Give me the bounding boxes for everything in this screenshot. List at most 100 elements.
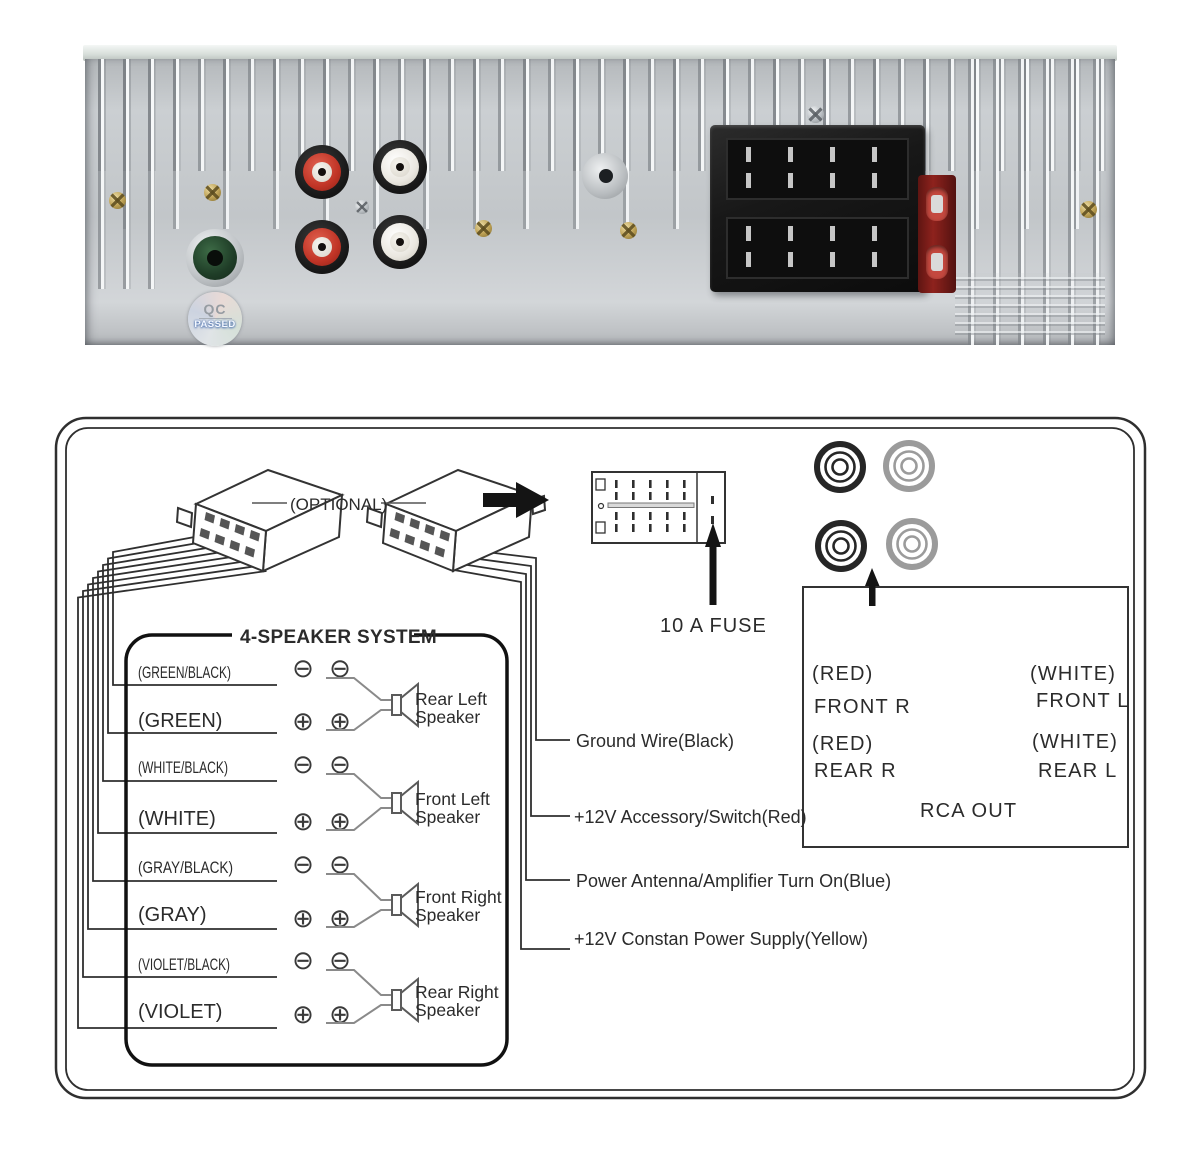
fuse-contact	[926, 245, 948, 279]
minus-icon: ⊖	[329, 849, 351, 879]
qc-label: QC	[198, 301, 232, 319]
plus-icon: ⊕	[329, 999, 351, 1029]
plus-icon: ⊕	[292, 806, 314, 836]
speaker-label: Front Left	[415, 789, 490, 809]
minus-icon: ⊖	[292, 653, 314, 683]
plus-icon: ⊕	[329, 903, 351, 933]
screw-icon	[109, 192, 126, 209]
minus-icon: ⊖	[292, 945, 314, 975]
wire-label: (VIOLET/BLACK)	[138, 955, 230, 974]
qc-passed-label: PASSED	[194, 319, 236, 330]
minus-icon: ⊖	[292, 749, 314, 779]
antenna-jack-hole	[207, 250, 223, 266]
iso-plug-right-pins	[389, 512, 450, 558]
speaker-label: Speaker	[415, 707, 480, 727]
wire-label: (GRAY/BLACK)	[138, 858, 233, 877]
iso-socket-pins	[615, 480, 714, 532]
rca-rear-l-label: REAR L	[1038, 760, 1117, 782]
rca-front-r-label: FRONT R	[814, 696, 911, 718]
iso-plug-left-pins	[199, 512, 260, 558]
speaker-label: Speaker	[415, 807, 480, 827]
rca-jack-dark-icon	[814, 441, 866, 493]
speaker-system-title: 4-SPEAKER SYSTEM	[240, 627, 437, 648]
heatsink-fins-left	[85, 59, 155, 289]
iso-power-connector	[710, 125, 925, 292]
speaker-hookup-lines	[326, 677, 392, 1024]
speaker-label: Speaker	[415, 905, 480, 925]
rca-out-jacks	[814, 440, 938, 572]
minus-icon: ⊖	[329, 653, 351, 683]
rca-out-box: (RED) FRONT R (RED) REAR R (WHITE) FRONT…	[802, 568, 1130, 848]
optional-label: (OPTIONAL)	[290, 495, 387, 514]
plus-icon: ⊕	[329, 806, 351, 836]
power-label: +12V Accessory/Switch(Red)	[574, 807, 807, 827]
iso-pins-row	[736, 226, 902, 241]
speaker-label: Rear Left	[415, 689, 487, 709]
iso-pins-row	[736, 173, 902, 188]
screw-icon	[1080, 201, 1097, 218]
diagram-inner-border	[65, 427, 1135, 1091]
rca-jack-white-front	[373, 140, 427, 194]
minus-icon: ⊖	[329, 749, 351, 779]
diagram-outer-border	[54, 416, 1147, 1100]
rca-out-title: RCA OUT	[920, 800, 1017, 822]
wire-label: (VIOLET)	[138, 1001, 222, 1023]
speaker-label: Speaker	[415, 1000, 480, 1020]
screw-icon	[204, 184, 221, 201]
rca-jack-gray-icon	[883, 440, 935, 492]
rca-rear-l-color: (WHITE)	[1032, 731, 1118, 753]
arrow-up-fuse-icon	[705, 523, 721, 605]
speaker-names: Rear Left Speaker Front Left Speaker Fro…	[415, 689, 502, 1020]
arrow-right-icon	[483, 482, 549, 518]
rca-front-r-color: (RED)	[812, 663, 874, 685]
power-label: Ground Wire(Black)	[576, 731, 734, 751]
fuse-contact	[926, 187, 948, 221]
rca-jack-dark-icon	[815, 520, 867, 572]
iso-plug-left	[175, 468, 345, 573]
speaker-label: Front Right	[415, 887, 502, 907]
plus-icon: ⊕	[292, 999, 314, 1029]
power-label: +12V Constan Power Supply(Yellow)	[574, 929, 868, 949]
iso-pins-row	[736, 147, 902, 162]
antenna-mount-hole	[599, 169, 613, 183]
iso-socket-rear-view	[591, 471, 726, 544]
plus-icon: ⊕	[329, 706, 351, 736]
rca-front-l-label: FRONT L	[1036, 690, 1130, 712]
iso-pins-row	[736, 252, 902, 267]
chassis-top-edge	[83, 45, 1117, 61]
polarity-symbols: ⊖ ⊖ ⊕ ⊕ ⊖ ⊖ ⊕ ⊕ ⊖ ⊖ ⊕ ⊕ ⊖ ⊖ ⊕ ⊕	[292, 653, 351, 1029]
screw-icon	[807, 106, 824, 123]
wiring-diagram: (OPTIONAL)	[54, 416, 1147, 1100]
power-label: Power Antenna/Amplifier Turn On(Blue)	[576, 871, 891, 891]
minus-icon: ⊖	[329, 945, 351, 975]
rca-rear-r-color: (RED)	[812, 733, 874, 755]
iso-plug-right	[365, 468, 547, 573]
rca-rear-r-label: REAR R	[814, 760, 897, 782]
plus-icon: ⊕	[292, 903, 314, 933]
arrow-up-rca-icon	[865, 568, 880, 606]
power-wire-labels: Ground Wire(Black) +12V Accessory/Switch…	[574, 731, 891, 949]
wire-label: (GRAY)	[138, 904, 207, 926]
wire-label: (GREEN)	[138, 710, 222, 732]
heatsink-panel	[85, 59, 1115, 345]
rca-front-l-color: (WHITE)	[1030, 663, 1116, 685]
stereo-rear-photo: QC PASSED	[83, 45, 1117, 346]
wire-color-labels: (GREEN/BLACK) (GREEN) (WHITE/BLACK) (WHI…	[138, 663, 233, 1023]
heatsink-grooves	[955, 273, 1105, 335]
fuse-label: 10 A FUSE	[660, 615, 767, 637]
screw-icon	[355, 200, 369, 214]
rca-jack-white-rear	[373, 215, 427, 269]
screw-icon	[475, 220, 492, 237]
wire-label: (WHITE)	[138, 808, 216, 830]
minus-icon: ⊖	[292, 849, 314, 879]
wire-label: (GREEN/BLACK)	[138, 663, 231, 682]
rca-jack-gray-icon	[886, 518, 938, 570]
wire-label: (WHITE/BLACK)	[138, 758, 228, 777]
speaker-label: Rear Right	[415, 982, 499, 1002]
qc-passed-sticker: QC PASSED	[188, 292, 242, 346]
screw-icon	[620, 222, 637, 239]
plus-icon: ⊕	[292, 706, 314, 736]
title-mask	[232, 627, 414, 644]
speaker-wires	[77, 535, 277, 1029]
